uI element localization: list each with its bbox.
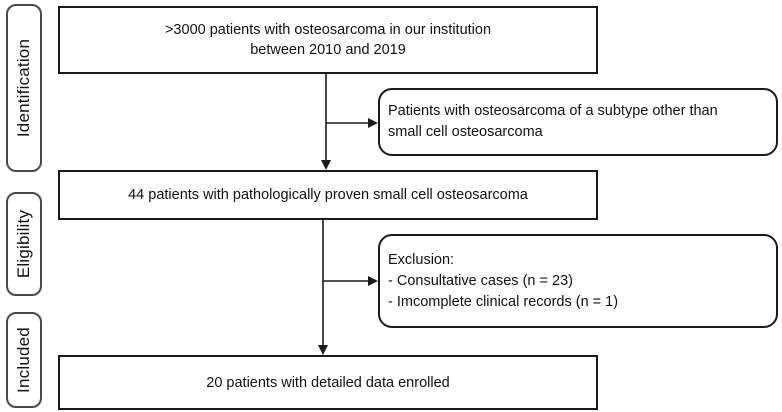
exclusion-heading: Exclusion: xyxy=(388,251,455,268)
included-box: 20 patients with detailed data enrolled xyxy=(58,355,598,410)
subtype-exclusion-box: Patients with osteosarcoma of a subtype … xyxy=(378,88,778,156)
eligible-text: 44 patients with pathologically proven s… xyxy=(128,187,528,203)
subtype-exclusion-line-2: small cell osteosarcoma xyxy=(388,124,543,140)
included-text: 20 patients with detailed data enrolled xyxy=(206,374,450,391)
subtype-exclusion-line-1: Patients with osteosarcoma of a subtype … xyxy=(388,103,718,119)
exclusion-item-incomplete: - Imcomplete clinical records (n = 1) xyxy=(388,293,619,310)
eligible-box: 44 patients with pathologically proven s… xyxy=(58,170,598,220)
exclusion-box: Exclusion: - Consultative cases (n = 23)… xyxy=(378,234,778,328)
identification-box: >3000 patients with osteosarcoma in our … xyxy=(58,6,598,74)
identification-line-1: >3000 patients with osteosarcoma in our … xyxy=(164,22,492,38)
stage-label-identification: Identification xyxy=(6,4,42,172)
exclusion-item-consultative: - Consultative cases (n = 23) xyxy=(388,272,573,289)
stage-label-included: Included xyxy=(6,312,42,408)
identification-line-2: between 2010 and 2019 xyxy=(250,42,406,58)
stage-label-eligibility: Eligibility xyxy=(6,192,42,296)
